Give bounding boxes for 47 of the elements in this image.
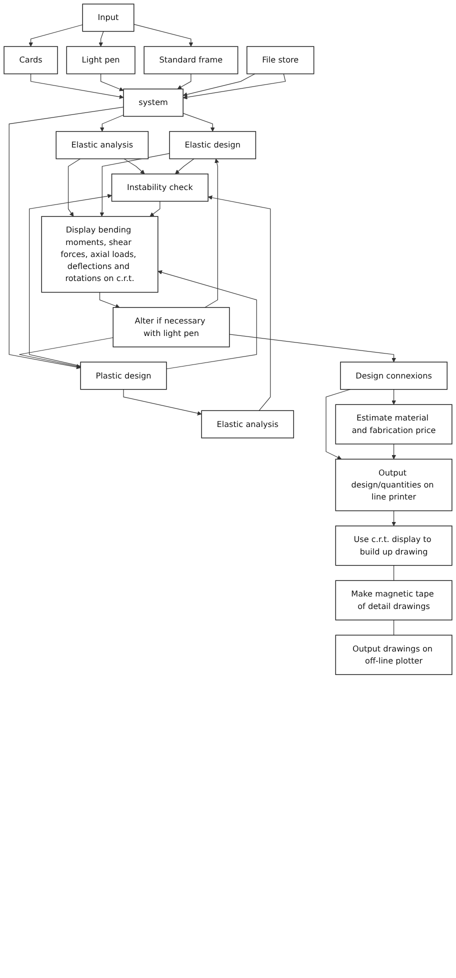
arrow — [18, 337, 114, 368]
node-box: Instability check — [111, 174, 208, 202]
node-box: Plastic design — [80, 362, 167, 390]
node-box: Elastic analysis — [56, 131, 149, 160]
arrow — [392, 510, 396, 526]
node-box: Light pen — [66, 46, 136, 74]
arrow — [29, 194, 112, 366]
arrow — [208, 195, 271, 411]
arrow — [326, 389, 351, 460]
arrow — [150, 200, 160, 217]
arrow — [100, 74, 124, 92]
arrow — [30, 74, 124, 99]
arrow — [98, 31, 104, 47]
node-box: Make magnetic tape of detail drawings — [335, 580, 452, 620]
node-box: Standard frame — [144, 46, 238, 74]
arrow — [182, 74, 286, 100]
arrow — [182, 113, 215, 132]
node-box: File store — [246, 46, 314, 74]
node-box: Output drawings on off-line plotter — [335, 634, 452, 675]
arrow — [8, 106, 124, 370]
arrow — [392, 444, 396, 460]
arrow — [124, 158, 145, 174]
arrow — [204, 158, 219, 308]
arrow — [175, 158, 194, 174]
node-box: Use c.r.t. display to build up drawing — [335, 526, 452, 566]
arrow — [68, 158, 81, 217]
node-box: Design connexions — [340, 362, 448, 390]
arrow — [99, 292, 120, 308]
node-box: Cards — [4, 46, 58, 74]
arrow — [134, 24, 194, 47]
node-box: Elastic design — [169, 131, 256, 160]
arrow — [100, 114, 124, 132]
arrow — [229, 334, 396, 362]
arrow — [28, 24, 83, 47]
node-box: Elastic analysis — [201, 410, 294, 438]
arrow — [177, 74, 192, 90]
node-box: Output design/quantities on line printer — [335, 458, 452, 512]
node-box: system — [123, 88, 184, 117]
arrow — [392, 389, 396, 405]
arrow — [158, 270, 257, 370]
node-box: Input — [82, 4, 134, 32]
node-box: Display bending moments, shear forces, axial loads, deflections and rotations on c.r.t. — [41, 216, 158, 293]
node-box: Estimate material and fabrication price — [335, 404, 452, 444]
arrow — [100, 153, 170, 217]
arrow — [182, 74, 256, 97]
node-box: Alter if necessary with light pen — [112, 307, 230, 348]
arrow — [123, 389, 202, 416]
